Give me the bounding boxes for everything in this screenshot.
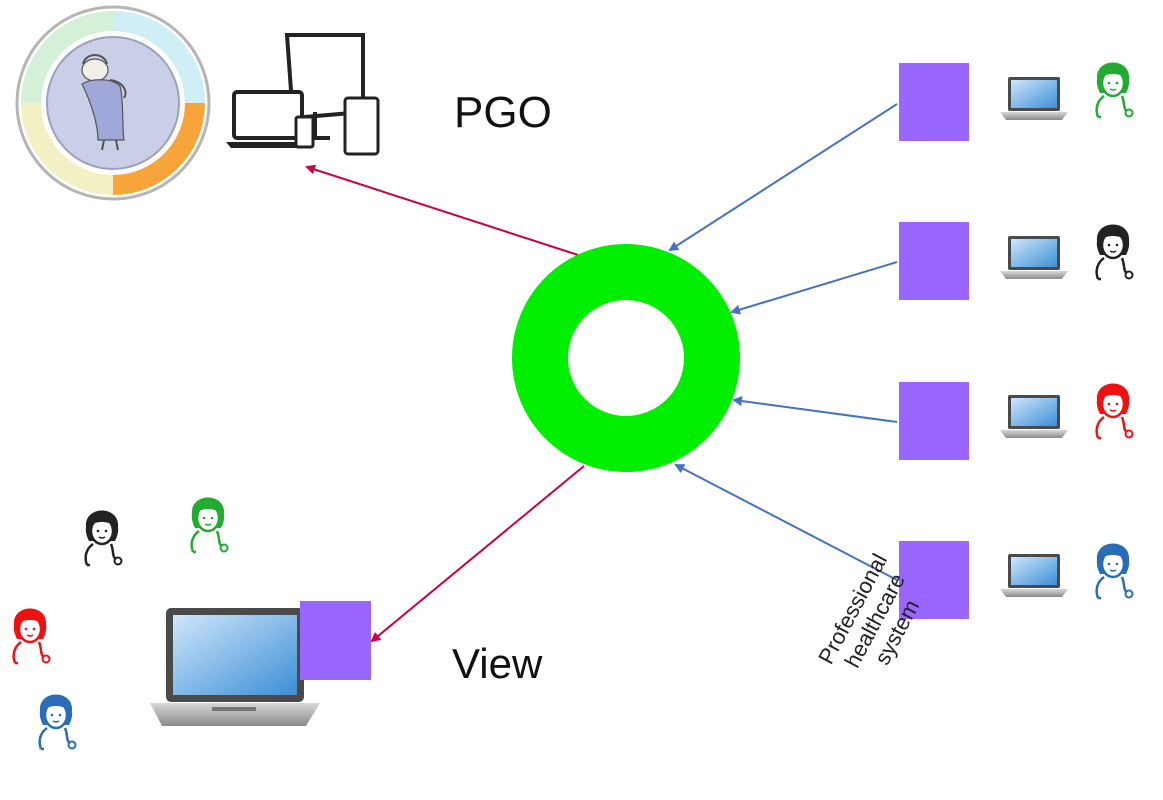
caregiver-icon bbox=[1095, 542, 1134, 600]
outbound-arrow-view bbox=[370, 465, 585, 643]
caregiver-icon bbox=[1095, 61, 1134, 119]
inbound-arrow bbox=[730, 261, 898, 315]
large-laptop-icon bbox=[150, 608, 320, 726]
caregiver-icon bbox=[84, 509, 123, 567]
inbound-arrow bbox=[732, 396, 898, 423]
arrows bbox=[305, 103, 898, 643]
source-box bbox=[899, 222, 969, 300]
hub-ring bbox=[512, 244, 740, 472]
laptop-icon bbox=[1000, 395, 1068, 438]
inbound-arrow bbox=[674, 464, 898, 581]
view-label: View bbox=[452, 640, 543, 687]
caregiver-icon bbox=[190, 496, 229, 554]
laptop-icon bbox=[1000, 236, 1068, 279]
inbound-arrow bbox=[668, 103, 898, 252]
central-hub bbox=[512, 244, 740, 472]
outbound-arrow-pgo bbox=[305, 164, 579, 256]
laptop-icon bbox=[1000, 554, 1068, 597]
source-box bbox=[899, 541, 969, 619]
patient-portrait-icon bbox=[15, 5, 211, 201]
multi-device-icon bbox=[226, 33, 380, 156]
caregiver-icon bbox=[12, 607, 51, 665]
caregiver-icon bbox=[38, 693, 77, 751]
source-box bbox=[899, 382, 969, 460]
source-box bbox=[899, 63, 969, 141]
source-caregivers bbox=[1095, 61, 1134, 600]
view-laptop bbox=[150, 601, 371, 726]
source-boxes bbox=[899, 63, 969, 619]
caregiver-icon bbox=[1095, 223, 1134, 281]
pgo-label: PGO bbox=[454, 88, 552, 137]
laptop-icon bbox=[1000, 77, 1068, 120]
view-box bbox=[300, 601, 371, 680]
caregiver-icon bbox=[1095, 382, 1134, 440]
source-laptops bbox=[1000, 77, 1068, 597]
